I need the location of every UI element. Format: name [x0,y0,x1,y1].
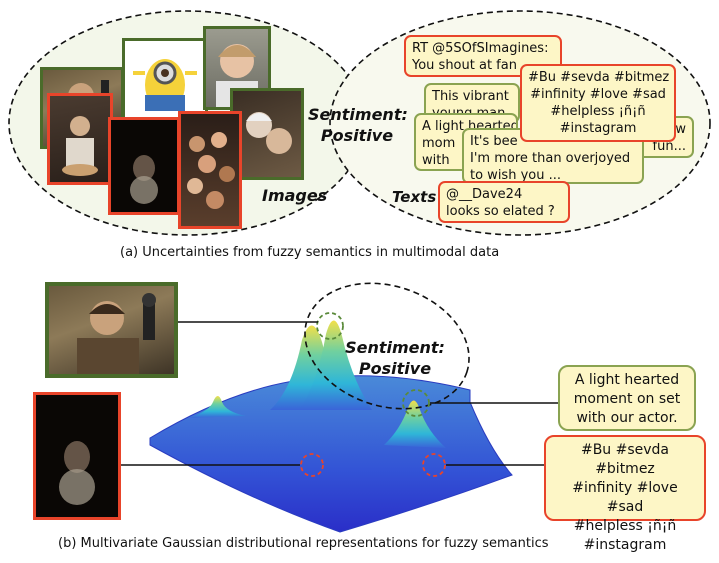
red-circle-left [300,453,324,477]
positive-region-ellipse [304,282,470,410]
caption-b: (b) Multivariate Gaussian distributional… [58,536,549,551]
peak-right [384,400,446,448]
caption-a: (a) Uncertainties from fuzzy semantics i… [120,245,500,260]
panel-a-sentiment-label: Sentiment: Positive [308,105,408,145]
photo-minion [122,38,208,120]
panel-b-sentiment-label: Sentiment: Positive [345,338,445,378]
photo-two-elderly [230,88,304,180]
photo-dark-woman-large [33,392,121,520]
photo-woman-plate [47,93,113,185]
green-circle-right [402,389,430,417]
peak-left [190,396,246,418]
photo-man-phone-large [45,282,178,378]
texts-label: Texts [392,188,437,206]
photo-crowd [178,111,242,229]
text-box-hashtags: #Bu #sevda #bitmez #infinity #love #sad … [520,64,676,142]
text-box-dave24: @__Dave24 looks so elated ? [438,181,570,223]
green-circle-top [316,312,344,340]
peak-tall-right [300,320,372,410]
photo-dark-woman [108,117,180,215]
images-label: Images [262,186,328,205]
text-box-red-b: #Bu #sevda #bitmez #infinity #love #sad … [544,435,706,553]
red-circle-right [422,453,446,477]
text-box-green-b: A light hearted moment on set with our a… [558,365,696,431]
gaussian-surface-plot [120,282,558,533]
